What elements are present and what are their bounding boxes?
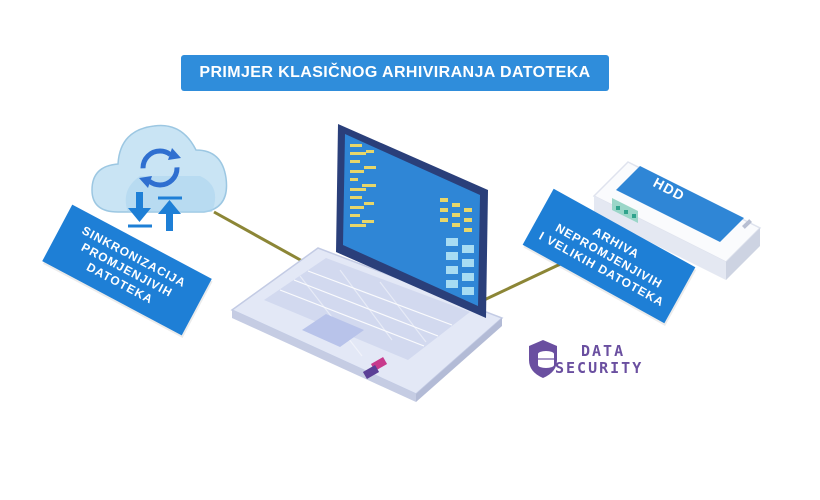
logo-text: DATA SECURITY: [555, 343, 643, 377]
logo-line-security: SECURITY: [555, 359, 644, 377]
download-arrow-icon: [128, 192, 152, 228]
cloud-laptop-connector: [213, 210, 305, 264]
data-security-logo: DATA SECURITY: [519, 343, 669, 377]
page-title: PRIMJER KLASIČNOG ARHIVIRANJA DATOTEKA: [181, 55, 609, 91]
shield-database-icon: [529, 340, 557, 378]
laptop-icon: [230, 124, 504, 402]
logo-line-data: DATA: [581, 342, 626, 360]
external-hdd-icon: [592, 161, 762, 280]
upload-arrow-icon: [158, 196, 182, 231]
cloud-sync-icon: [91, 124, 228, 213]
